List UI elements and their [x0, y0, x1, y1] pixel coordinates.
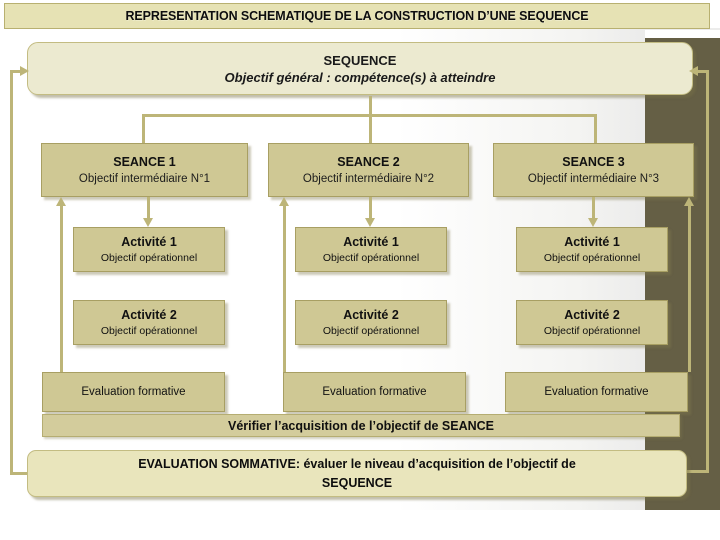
evaluation-box-1: Evaluation formative [42, 372, 225, 412]
sequence-subtitle: Objectif général : compétence(s) à attei… [224, 69, 496, 85]
connector-feedback-left-bottom [10, 472, 32, 475]
connector-feedback-right-vertical [706, 70, 709, 472]
evaluation-label-2: Evaluation formative [322, 386, 427, 398]
activity-title-1-1: Activité 1 [121, 234, 177, 249]
arrow-up-col3 [684, 197, 694, 206]
activity-box-2-2: Activité 2 Objectif opérationnel [295, 300, 447, 345]
arrow-down-col3 [588, 218, 598, 227]
arrow-right-into-sequence [20, 66, 29, 76]
seance-subtitle-3: Objectif intermédiaire N°3 [527, 172, 660, 185]
page-title: REPRESENTATION SCHEMATIQUE DE LA CONSTRU… [125, 9, 589, 23]
activity-subtitle-1-1: Objectif opérationnel [100, 251, 198, 264]
seance-title-2: SEANCE 2 [337, 154, 400, 169]
arrow-up-col2 [279, 197, 289, 206]
seance-title-3: SEANCE 3 [562, 154, 625, 169]
connector-eval2-to-seance2 [283, 206, 286, 372]
evaluation-box-2: Evaluation formative [283, 372, 466, 412]
activity-box-2-1: Activité 1 Objectif opérationnel [295, 227, 447, 272]
summative-line-2: SEQUENCE [321, 475, 393, 490]
right-dark-panel-notch [645, 30, 720, 38]
connector-drop-col2 [369, 114, 372, 144]
activity-box-1-1: Activité 1 Objectif opérationnel [73, 227, 225, 272]
activity-subtitle-3-1: Objectif opérationnel [543, 251, 641, 264]
connector-feedback-right-bottom [686, 470, 709, 473]
verification-band: Vérifier l’acquisition de l’objectif de … [42, 414, 680, 437]
sequence-title: SEQUENCE [323, 52, 397, 68]
seance-title-1: SEANCE 1 [113, 154, 176, 169]
seance-subtitle-1: Objectif intermédiaire N°1 [78, 172, 211, 185]
arrow-down-col2 [365, 218, 375, 227]
summative-line-1: EVALUATION SOMMATIVE: évaluer le niveau … [138, 456, 576, 471]
connector-eval3-to-seance3 [688, 206, 691, 372]
page-title-banner: REPRESENTATION SCHEMATIQUE DE LA CONSTRU… [4, 3, 710, 29]
connector-seance3-to-activity1 [592, 197, 595, 220]
arrow-down-col1 [143, 218, 153, 227]
connector-seance2-to-activity1 [369, 197, 372, 220]
activity-subtitle-2-1: Objectif opérationnel [322, 251, 420, 264]
evaluation-label-1: Evaluation formative [81, 386, 186, 398]
activity-title-2-1: Activité 1 [343, 234, 399, 249]
activity-title-3-1: Activité 1 [564, 234, 620, 249]
evaluation-label-3: Evaluation formative [544, 386, 649, 398]
activity-box-1-2: Activité 2 Objectif opérationnel [73, 300, 225, 345]
seance-box-3: SEANCE 3 Objectif intermédiaire N°3 [493, 143, 694, 197]
summative-evaluation-box: EVALUATION SOMMATIVE: évaluer le niveau … [27, 450, 687, 497]
connector-drop-col1 [142, 114, 145, 144]
arrow-left-into-sequence [689, 66, 698, 76]
activity-box-3-1: Activité 1 Objectif opérationnel [516, 227, 668, 272]
evaluation-box-3: Evaluation formative [505, 372, 688, 412]
activity-subtitle-3-2: Objectif opérationnel [543, 324, 641, 337]
verification-label: Vérifier l’acquisition de l’objectif de … [227, 418, 495, 433]
arrow-up-col1 [56, 197, 66, 206]
activity-title-3-2: Activité 2 [564, 307, 620, 322]
activity-title-2-2: Activité 2 [343, 307, 399, 322]
connector-eval1-to-seance1 [60, 206, 63, 372]
activity-subtitle-2-2: Objectif opérationnel [322, 324, 420, 337]
connector-seance1-to-activity1 [147, 197, 150, 220]
seance-box-2: SEANCE 2 Objectif intermédiaire N°2 [268, 143, 469, 197]
connector-feedback-left-vertical [10, 70, 13, 475]
activity-box-3-2: Activité 2 Objectif opérationnel [516, 300, 668, 345]
seance-subtitle-2: Objectif intermédiaire N°2 [302, 172, 435, 185]
connector-sequence-stem [369, 96, 372, 116]
activity-title-1-2: Activité 2 [121, 307, 177, 322]
connector-feedback-right-top [698, 70, 709, 73]
activity-subtitle-1-2: Objectif opérationnel [100, 324, 198, 337]
connector-drop-col3 [594, 114, 597, 144]
sequence-box: SEQUENCE Objectif général : compétence(s… [27, 42, 693, 95]
connector-feedback-left-top [10, 70, 22, 73]
seance-box-1: SEANCE 1 Objectif intermédiaire N°1 [41, 143, 248, 197]
